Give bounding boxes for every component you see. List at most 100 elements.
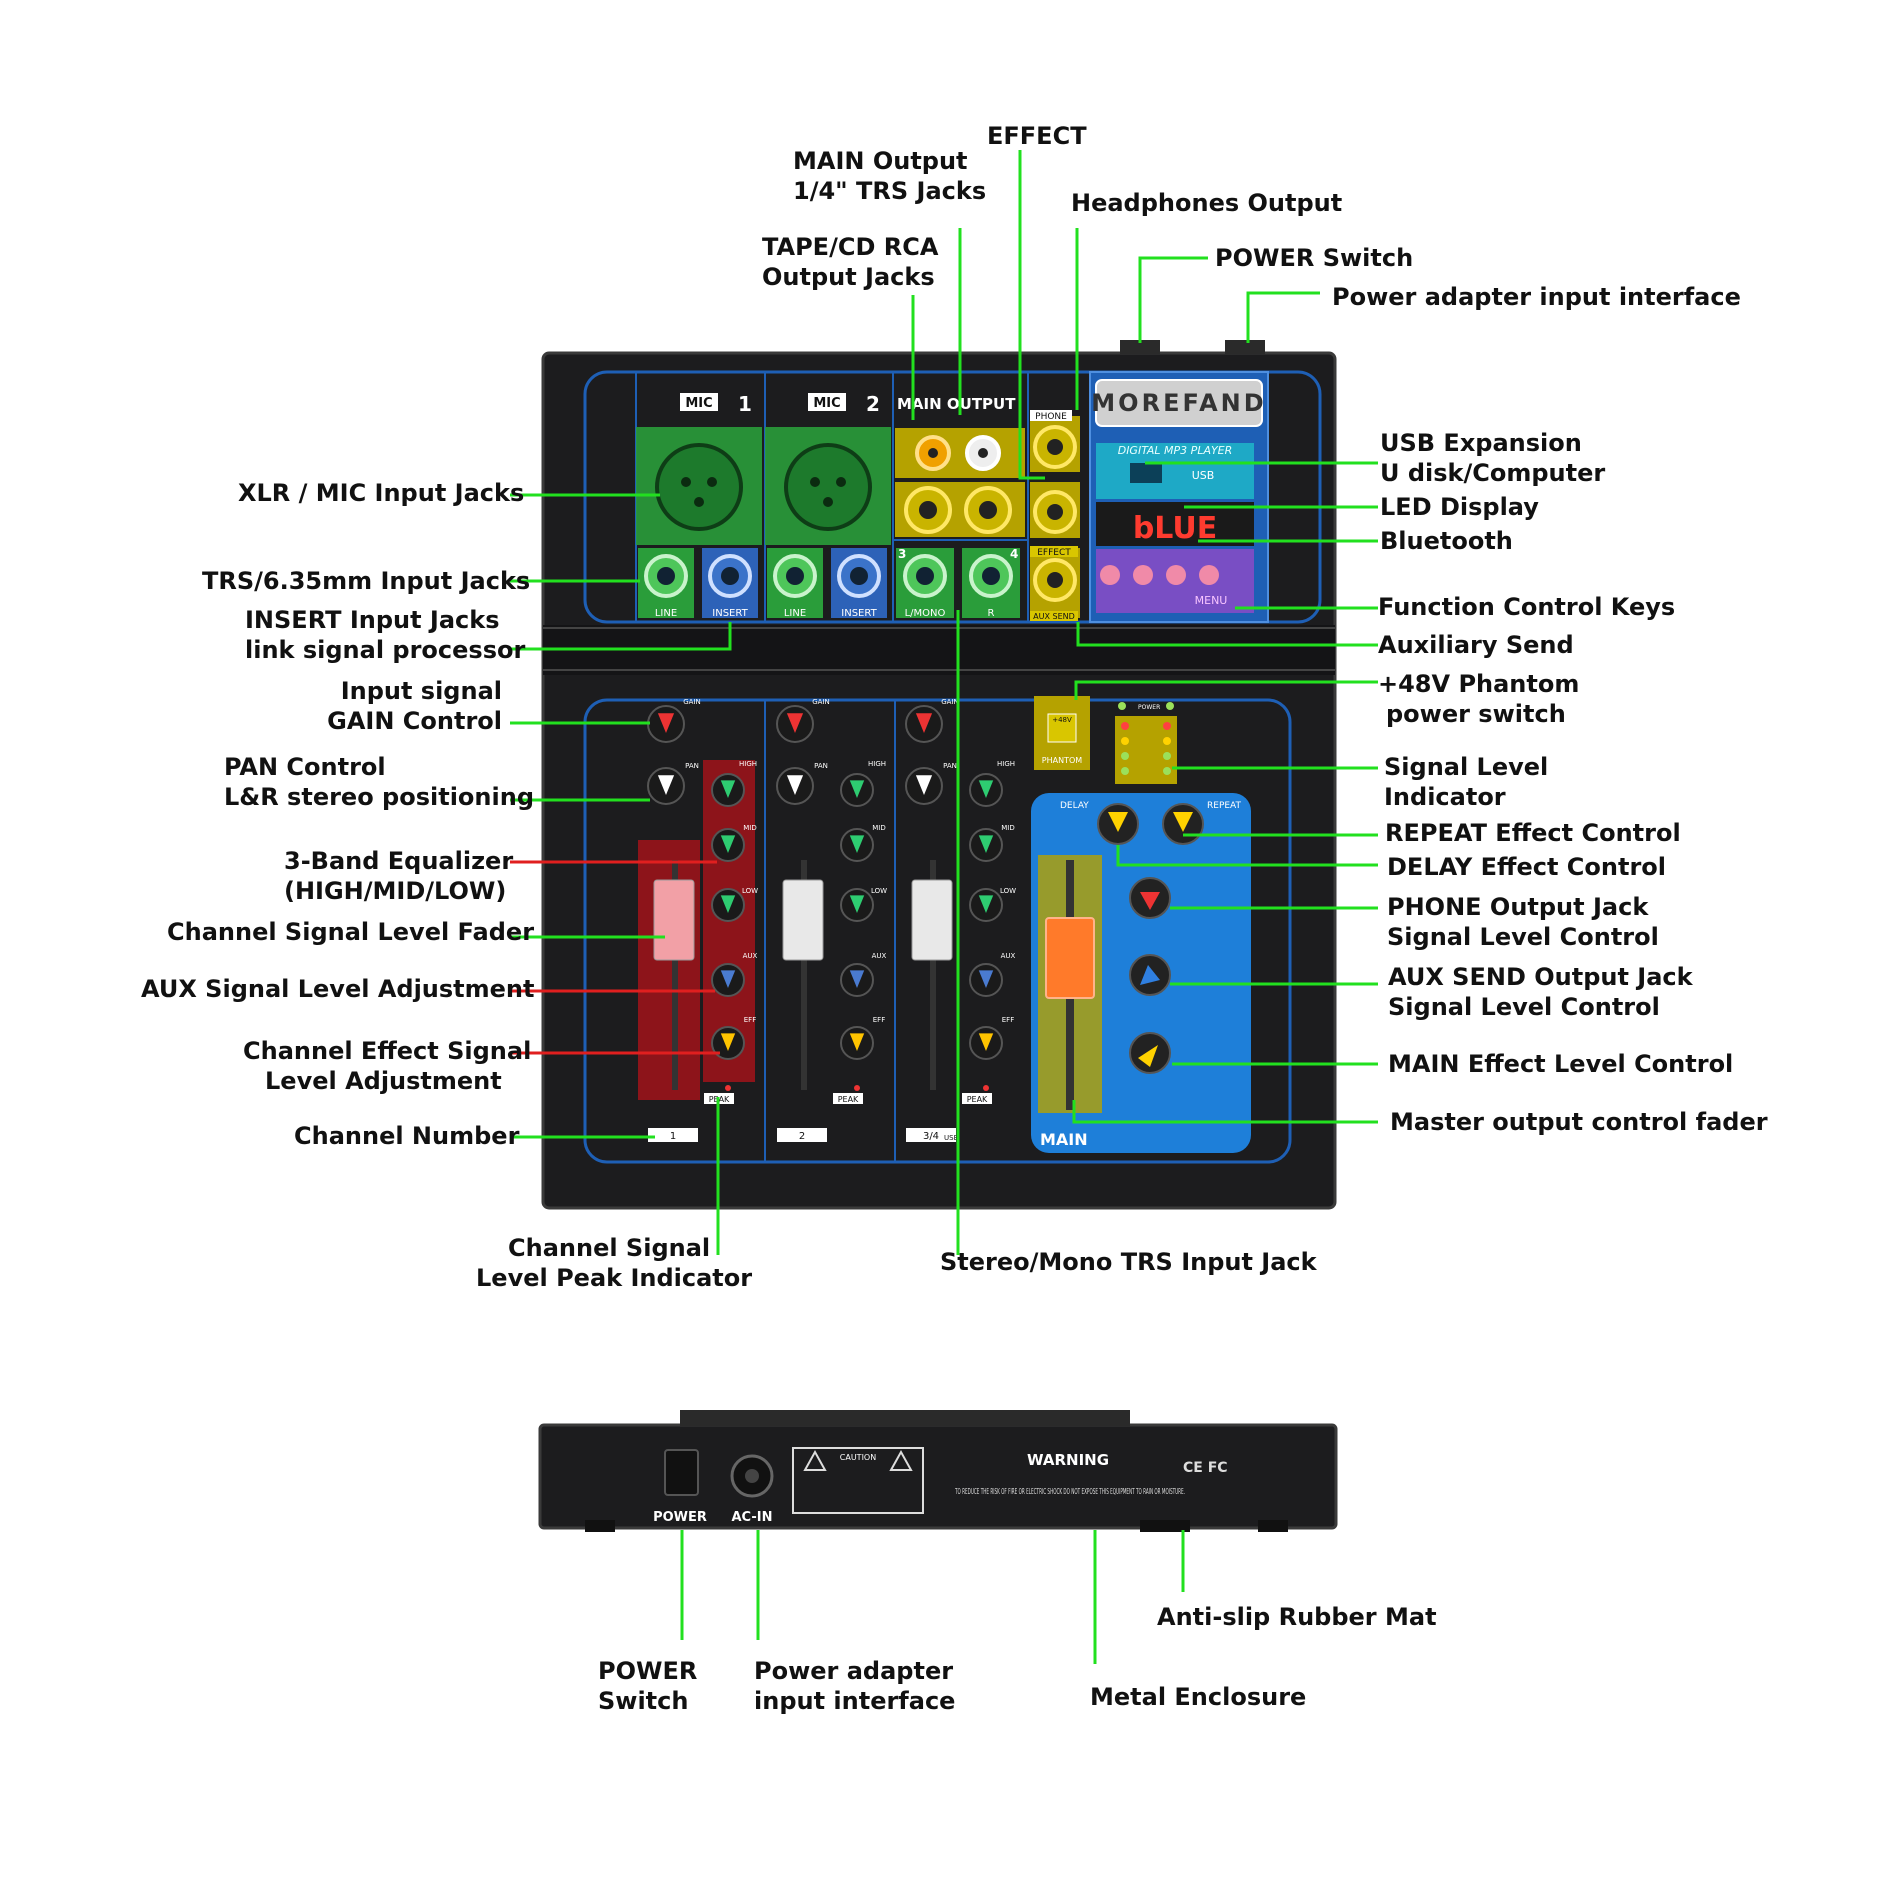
repeat-knob[interactable] — [1162, 803, 1204, 845]
eq-mid-knob-1[interactable] — [711, 828, 745, 862]
label-delay: DELAY Effect Control — [1387, 853, 1666, 881]
pan-knob-1[interactable] — [647, 767, 685, 805]
delay-text: DELAY — [1060, 801, 1089, 811]
label-xlr: XLR / MIC Input Jacks — [238, 479, 525, 507]
line-jack-1[interactable] — [644, 554, 688, 598]
eq-high-knob-3[interactable] — [969, 773, 1003, 807]
channel-number-1: 1 — [670, 1131, 676, 1142]
gain-knob-1[interactable] — [647, 705, 685, 743]
eq-high-knob-2[interactable] — [840, 773, 874, 807]
phone-level-knob[interactable] — [1129, 877, 1171, 919]
aux-knob-3[interactable] — [969, 963, 1003, 997]
next-key[interactable] — [1166, 565, 1186, 585]
pan-knob-3[interactable] — [905, 767, 943, 805]
insert-label-2: INSERT — [841, 608, 877, 619]
insert-jack-2[interactable] — [837, 554, 881, 598]
channel-number-2: 2 — [799, 1131, 805, 1142]
eff-knob-1[interactable] — [711, 1026, 745, 1060]
aux-label: AUX — [872, 952, 887, 960]
eff-label: EFF — [1002, 1016, 1014, 1024]
insert-jack-1[interactable] — [708, 554, 752, 598]
xlr-jack-1[interactable] — [655, 443, 743, 531]
label-ch-number: Channel Number — [294, 1122, 520, 1150]
eq-high-knob-1[interactable] — [711, 773, 745, 807]
eff-knob-2[interactable] — [840, 1026, 874, 1060]
play-key[interactable] — [1100, 565, 1120, 585]
eq-mid-knob-2[interactable] — [840, 828, 874, 862]
menu-label: MENU — [1195, 594, 1228, 607]
main-out-l-jack[interactable] — [904, 486, 952, 534]
low-label: LOW — [742, 887, 758, 895]
main-out-r-jack[interactable] — [964, 486, 1012, 534]
caution-label: CAUTION — [840, 1453, 876, 1462]
label-master-fader: Master output control fader — [1390, 1108, 1768, 1136]
label-trs: TRS/6.35mm Input Jacks — [202, 567, 531, 595]
gain-knob-2[interactable] — [776, 705, 814, 743]
effect-jack[interactable] — [1033, 490, 1077, 534]
repeat-text: REPEAT — [1207, 801, 1242, 811]
aux-send-level-knob[interactable] — [1129, 954, 1171, 996]
master-fader-cap[interactable] — [1045, 917, 1095, 999]
rca-l-jack[interactable] — [915, 435, 951, 471]
menu-key[interactable] — [1199, 565, 1219, 585]
xlr-jack-2[interactable] — [784, 443, 872, 531]
usb-label: USB — [1192, 469, 1215, 482]
high-label: HIGH — [739, 760, 757, 768]
eff-knob-3[interactable] — [969, 1026, 1003, 1060]
lmono-jack[interactable] — [903, 554, 947, 598]
rear-ac-in-label: AC-IN — [731, 1510, 772, 1525]
eq-mid-knob-3[interactable] — [969, 828, 1003, 862]
aux-send-jack[interactable] — [1033, 558, 1077, 602]
label-metal: Metal Enclosure — [1090, 1683, 1307, 1711]
phone-jack[interactable] — [1033, 425, 1077, 469]
cert-marks: CE FC — [1183, 1460, 1228, 1476]
eff-label: EFF — [744, 1016, 756, 1024]
mid-label: MID — [872, 824, 886, 832]
gain-label: GAIN — [683, 698, 701, 706]
mixer-top-view: MIC 1 MIC 2 MAIN OUTPUT LINE INSERT L — [541, 340, 1337, 1210]
channel-fader-1[interactable] — [653, 879, 695, 961]
channel-fader-2[interactable] — [782, 879, 824, 961]
caution-box — [792, 1447, 924, 1514]
eq-low-knob-3[interactable] — [969, 888, 1003, 922]
rear-power-label: POWER — [653, 1510, 707, 1525]
label-led-display: LED Display — [1380, 493, 1539, 521]
channel-fader-3[interactable] — [911, 879, 953, 961]
eq-low-knob-2[interactable] — [840, 888, 874, 922]
main-panel-title: MAIN — [1040, 1130, 1088, 1149]
rear-power-switch[interactable] — [664, 1449, 699, 1496]
rca-r-jack[interactable] — [965, 435, 1001, 471]
main-effect-knob[interactable] — [1129, 1032, 1171, 1074]
peak-led — [983, 1085, 989, 1091]
ch34-usb-tag: USB — [944, 1134, 959, 1142]
brand-logo: MOREFAND — [1091, 389, 1266, 417]
mic2-tag: MIC — [813, 396, 840, 411]
peak-led — [854, 1085, 860, 1091]
aux-knob-1[interactable] — [711, 963, 745, 997]
line-jack-2[interactable] — [773, 554, 817, 598]
aux-knob-2[interactable] — [840, 963, 874, 997]
gain-label: GAIN — [941, 698, 959, 706]
label-anti-slip: Anti-slip Rubber Mat — [1157, 1603, 1437, 1631]
delay-knob[interactable] — [1097, 803, 1139, 845]
rubber-foot — [585, 1520, 615, 1532]
phantom-label: PHANTOM — [1042, 756, 1082, 765]
r-jack[interactable] — [969, 554, 1013, 598]
main-output-title: MAIN OUTPUT — [897, 395, 1016, 413]
eq-low-knob-1[interactable] — [711, 888, 745, 922]
prev-key[interactable] — [1133, 565, 1153, 585]
gain-knob-3[interactable] — [905, 705, 943, 743]
ch4-number: 4 — [1010, 547, 1018, 561]
insert-label-1: INSERT — [712, 608, 748, 619]
phantom-v-label: +48V — [1052, 716, 1072, 724]
lmono-label: L/MONO — [905, 608, 946, 619]
pan-knob-2[interactable] — [776, 767, 814, 805]
